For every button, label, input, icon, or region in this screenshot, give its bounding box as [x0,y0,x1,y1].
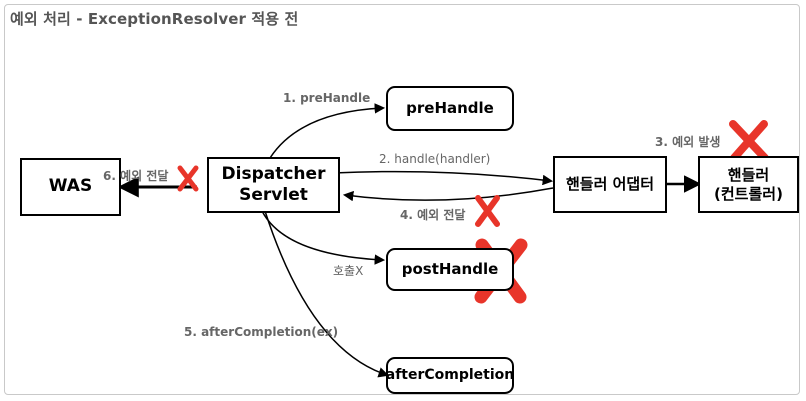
arrow-exception-back [342,187,554,202]
arrow-aftercompletion [264,210,389,378]
label-exception-forward-was: 6. 예외 전달 [103,169,169,183]
diagram-title: 예외 처리 - ExceptionResolver 적용 전 [10,10,299,28]
posthandle-node: postHandle [386,248,514,291]
cross-exception-forward-was [177,165,199,192]
cross-exception-forward-adapter [475,195,500,227]
dispatcher-servlet-node: Dispatcher Servlet [207,157,340,213]
arrow-prehandle [269,103,386,159]
label-prehandle: 1. preHandle [283,91,371,105]
label-handle: 2. handle(handler) [379,152,491,166]
label-aftercompletion-call: 5. afterCompletion(ex) [184,325,339,339]
handler-controller-node: 핸들러 (컨트롤러) [698,156,799,213]
cross-exception-occurred [729,120,769,162]
handler-adapter-node: 핸들러 어댑터 [553,156,667,213]
label-exception-forward-adapter: 4. 예외 전달 [400,208,466,222]
label-exception-occurred: 3. 예외 발생 [655,135,721,149]
prehandle-node: preHandle [386,86,514,131]
was-node: WAS [20,158,121,216]
aftercompletion-node: afterCompletion [386,357,514,394]
arrow-handle [332,170,554,186]
label-call-x: 호출X [333,264,364,278]
